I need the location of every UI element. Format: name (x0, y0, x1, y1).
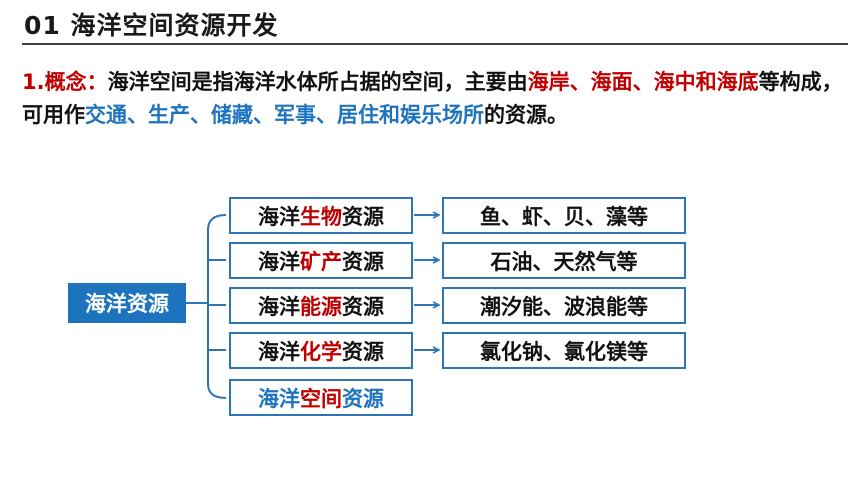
category-suffix: 资源 (342, 294, 384, 319)
category-prefix: 海洋 (258, 249, 300, 274)
category-suffix: 资源 (342, 249, 384, 274)
category-suffix: 资源 (342, 386, 384, 411)
category-box-chemical: 海洋化学资源 (229, 332, 413, 369)
category-highlight: 空间 (300, 386, 342, 411)
example-box-energy: 潮汐能、波浪能等 (442, 287, 686, 324)
page-title: 01 海洋空间资源开发 (24, 11, 279, 40)
category-suffix: 资源 (342, 339, 384, 364)
category-suffix: 资源 (342, 204, 384, 229)
concept-text-3: 的资源。 (484, 103, 568, 127)
category-box-mineral: 海洋矿产资源 (229, 242, 413, 279)
concept-text-1: 海洋空间是指海洋水体所占据的空间，主要由 (107, 70, 528, 94)
concept-highlight-uses: 交通、生产、储藏、军事、居住和娱乐场所 (85, 103, 484, 127)
category-highlight: 生物 (300, 204, 342, 229)
category-highlight: 能源 (300, 294, 342, 319)
category-box-energy: 海洋能源资源 (229, 287, 413, 324)
concept-text-2: 等构成，可用作 (22, 70, 843, 127)
concept-label: 1.概念： (22, 70, 108, 94)
example-box-chemical: 氯化钠、氯化镁等 (442, 332, 686, 369)
brace-vertical (207, 214, 227, 399)
category-highlight: 矿产 (300, 249, 342, 274)
title-underline (22, 43, 848, 45)
category-prefix: 海洋 (258, 386, 300, 411)
root-node: 海洋资源 (68, 283, 186, 323)
category-prefix: 海洋 (258, 204, 300, 229)
category-highlight: 化学 (300, 339, 342, 364)
example-box-mineral: 石油、天然气等 (442, 242, 686, 279)
example-box-biological: 鱼、虾、贝、藻等 (442, 197, 686, 234)
category-box-biological: 海洋生物资源 (229, 197, 413, 234)
category-prefix: 海洋 (258, 294, 300, 319)
category-box-space: 海洋空间资源 (229, 379, 413, 416)
concept-paragraph: 1.概念：海洋空间是指海洋水体所占据的空间，主要由海岸、海面、海中和海底等构成，… (22, 66, 852, 132)
concept-highlight-locations: 海岸、海面、海中和海底 (527, 70, 759, 94)
category-prefix: 海洋 (258, 339, 300, 364)
